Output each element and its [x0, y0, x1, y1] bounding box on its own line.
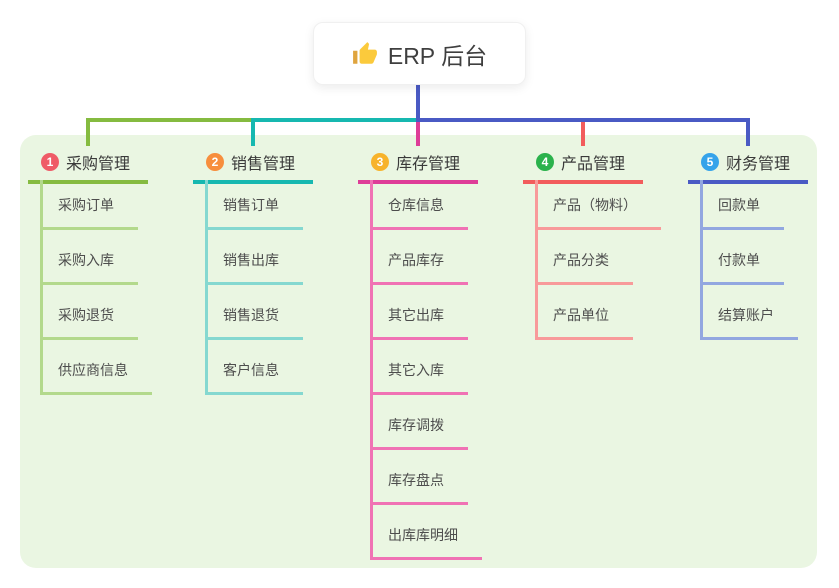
child-topic[interactable]: 回款单: [700, 195, 784, 230]
child-topic[interactable]: 出库库明细: [370, 525, 482, 560]
branch-label: 财务管理: [726, 156, 791, 173]
branch-number-badge: 5: [701, 153, 719, 171]
root-node[interactable]: ERP 后台: [313, 22, 526, 85]
subtree-line: [40, 180, 43, 395]
child-topic[interactable]: 采购订单: [40, 195, 138, 230]
child-topic[interactable]: 库存调拨: [370, 415, 468, 450]
branch-label: 库存管理: [396, 156, 461, 173]
child-topic[interactable]: 其它出库: [370, 305, 468, 340]
child-topic[interactable]: 销售订单: [205, 195, 303, 230]
child-topic[interactable]: 结算账户: [700, 305, 798, 340]
branch-sales: 2 销售管理 销售订单 销售出库 销售退货 客户信息: [193, 148, 353, 395]
branch-finance: 5 财务管理 回款单 付款单 结算账户: [688, 148, 839, 340]
subtree-line: [205, 180, 208, 395]
branch-number-badge: 3: [371, 153, 389, 171]
thumbs-up-icon: [352, 41, 377, 64]
branch-number-badge: 4: [536, 153, 554, 171]
branch-purchase: 1 采购管理 采购订单 采购入库 采购退货 供应商信息: [28, 148, 188, 395]
branch-label: 采购管理: [66, 156, 131, 173]
branch-title-purchase[interactable]: 1 采购管理: [28, 148, 148, 184]
branch-title-product[interactable]: 4 产品管理: [523, 148, 643, 184]
child-topic[interactable]: 销售出库: [205, 250, 303, 285]
branch-number-badge: 2: [206, 153, 224, 171]
branch-title-sales[interactable]: 2 销售管理: [193, 148, 313, 184]
subtree-line: [370, 180, 373, 560]
child-topic[interactable]: 库存盘点: [370, 470, 468, 505]
subtree-line: [700, 180, 703, 340]
branch-label: 销售管理: [231, 156, 296, 173]
child-topic[interactable]: 销售退货: [205, 305, 303, 340]
subtree-line: [535, 180, 538, 340]
branch-number-badge: 1: [41, 153, 59, 171]
child-topic[interactable]: 仓库信息: [370, 195, 468, 230]
branch-inventory: 3 库存管理 仓库信息 产品库存 其它出库 其它入库 库存调拨 库存盘点 出库库…: [358, 148, 518, 560]
child-topic[interactable]: 产品库存: [370, 250, 468, 285]
child-topic[interactable]: 采购入库: [40, 250, 138, 285]
child-topic[interactable]: 客户信息: [205, 360, 303, 395]
root-label: ERP 后台: [387, 42, 488, 69]
branch-product: 4 产品管理 产品（物料） 产品分类 产品单位: [523, 148, 683, 340]
child-topic[interactable]: 其它入库: [370, 360, 468, 395]
child-topic[interactable]: 产品单位: [535, 305, 633, 340]
child-topic[interactable]: 付款单: [700, 250, 784, 285]
branch-title-finance[interactable]: 5 财务管理: [688, 148, 808, 184]
branch-title-inventory[interactable]: 3 库存管理: [358, 148, 478, 184]
child-topic[interactable]: 产品（物料）: [535, 195, 661, 230]
branch-label: 产品管理: [561, 156, 626, 173]
child-topic[interactable]: 供应商信息: [40, 360, 152, 395]
child-topic[interactable]: 产品分类: [535, 250, 633, 285]
mindmap-panel: [20, 135, 817, 568]
child-topic[interactable]: 采购退货: [40, 305, 138, 340]
